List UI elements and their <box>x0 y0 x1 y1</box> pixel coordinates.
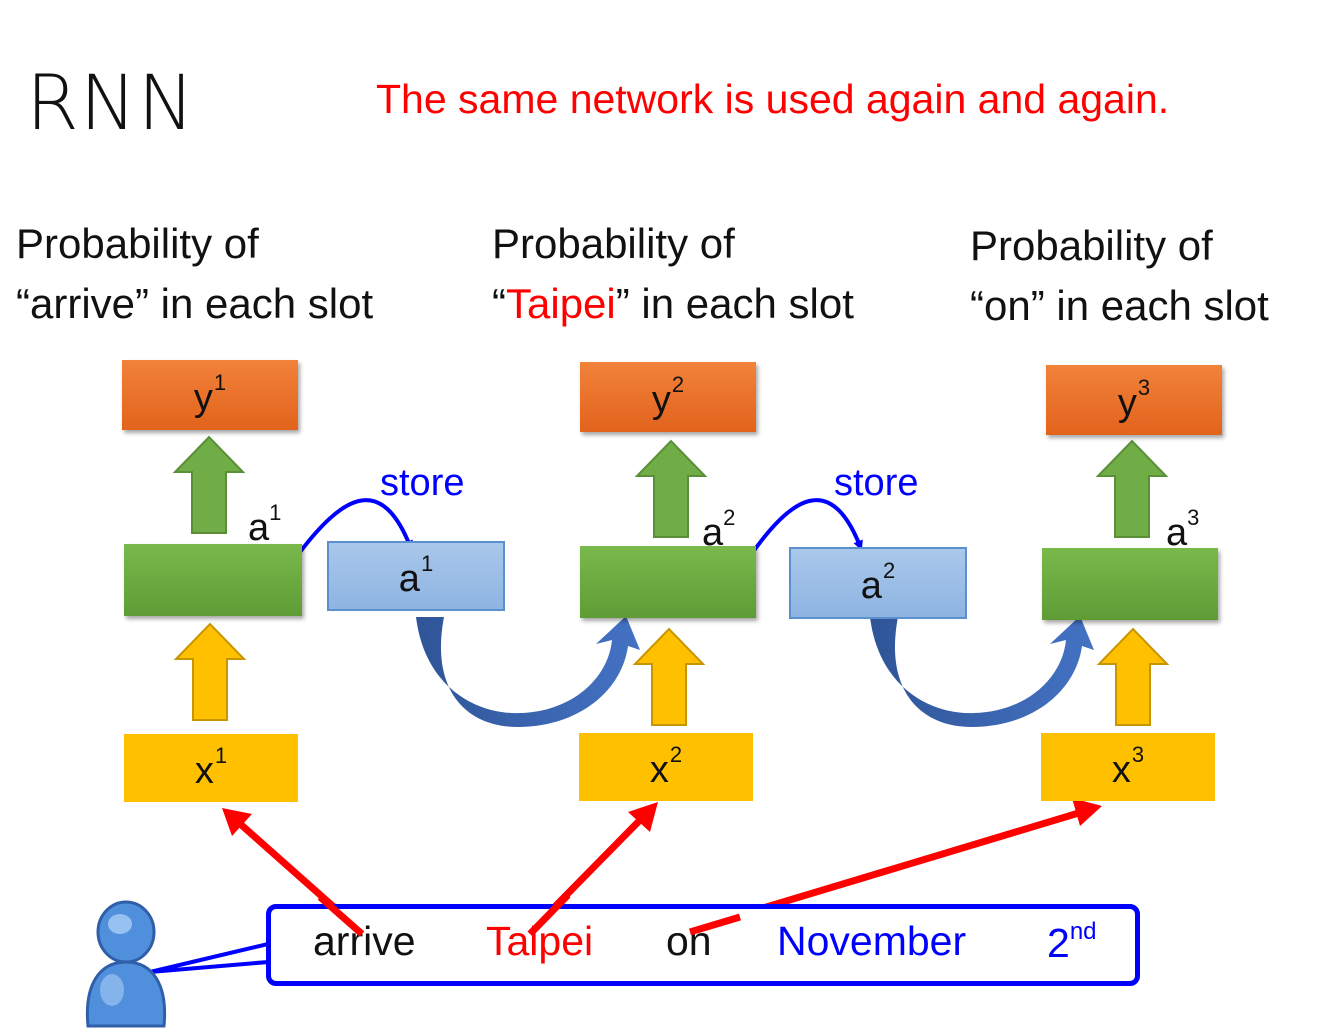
up-arrow-green-1 <box>172 435 246 534</box>
output-box-3: y3 <box>1046 365 1222 435</box>
prob-line-1: Probability of <box>492 220 735 267</box>
sentence-word-taipei: Taipei <box>486 918 594 964</box>
up-arrow-yellow-3 <box>1096 627 1170 726</box>
user-icon <box>85 900 167 1028</box>
memory-label-2: a2 <box>860 558 896 607</box>
prob-word-on: on <box>984 282 1031 329</box>
input-box-1: x1 <box>124 734 298 802</box>
hidden-output-label-1: a1 <box>248 500 282 549</box>
slide-subtitle: The same network is used again and again… <box>376 76 1170 122</box>
prob-line-2: “Taipei” in each slot <box>492 280 854 327</box>
store-arrow-1 <box>298 498 413 554</box>
prob-line-2: “on” in each slot <box>970 282 1269 329</box>
hidden-output-label-3: a3 <box>1166 505 1200 554</box>
store-arrow-2 <box>751 498 863 554</box>
hidden-box-3 <box>1042 548 1218 620</box>
speech-pointer <box>149 941 270 974</box>
input-label-2: x2 <box>649 742 683 791</box>
prob-line-1: Probability of <box>970 222 1213 269</box>
prob-word-arrive: arrive <box>30 280 136 327</box>
hidden-box-1 <box>124 544 302 616</box>
memory-box-1: a1 <box>327 541 505 611</box>
output-label-3: y3 <box>1117 375 1151 424</box>
up-arrow-green-2 <box>634 439 708 538</box>
output-label-1: y1 <box>193 370 227 419</box>
sentence-word-on: on <box>666 918 712 964</box>
memory-box-2: a2 <box>789 547 967 619</box>
prob-line-2: “arrive” in each slot <box>16 280 374 327</box>
prob-line-1: Probability of <box>16 220 259 267</box>
prob-word-taipei: Taipei <box>506 280 616 327</box>
output-label-2: y2 <box>651 372 685 421</box>
memory-feed-arrow-1 <box>416 616 640 728</box>
prob-label-3: Probability of “on” in each slot <box>970 216 1269 336</box>
up-arrow-green-3 <box>1095 439 1169 538</box>
sentence-bubble <box>266 904 1140 986</box>
store-label-2: store <box>834 462 919 504</box>
sentence-word-arrive: arrive <box>313 918 416 964</box>
sentence-word-november: November <box>777 918 967 964</box>
hidden-box-2 <box>580 546 756 618</box>
input-box-3: x3 <box>1041 733 1215 801</box>
hidden-output-label-2: a2 <box>702 505 736 554</box>
memory-label-1: a1 <box>398 551 434 600</box>
prob-label-2: Probability of “Taipei” in each slot <box>492 214 854 334</box>
input-label-1: x1 <box>194 743 228 792</box>
output-box-2: y2 <box>580 362 756 432</box>
up-arrow-yellow-2 <box>632 627 706 726</box>
memory-feed-arrow-2 <box>870 616 1094 728</box>
store-label-1: store <box>380 462 465 504</box>
input-box-2: x2 <box>579 733 753 801</box>
input-label-3: x3 <box>1111 742 1145 791</box>
sentence-word-day: 2nd <box>1047 918 1097 966</box>
prob-label-1: Probability of “arrive” in each slot <box>16 214 373 334</box>
up-arrow-yellow-1 <box>173 622 247 721</box>
slide-title: RNN <box>26 58 196 147</box>
output-box-1: y1 <box>122 360 298 430</box>
